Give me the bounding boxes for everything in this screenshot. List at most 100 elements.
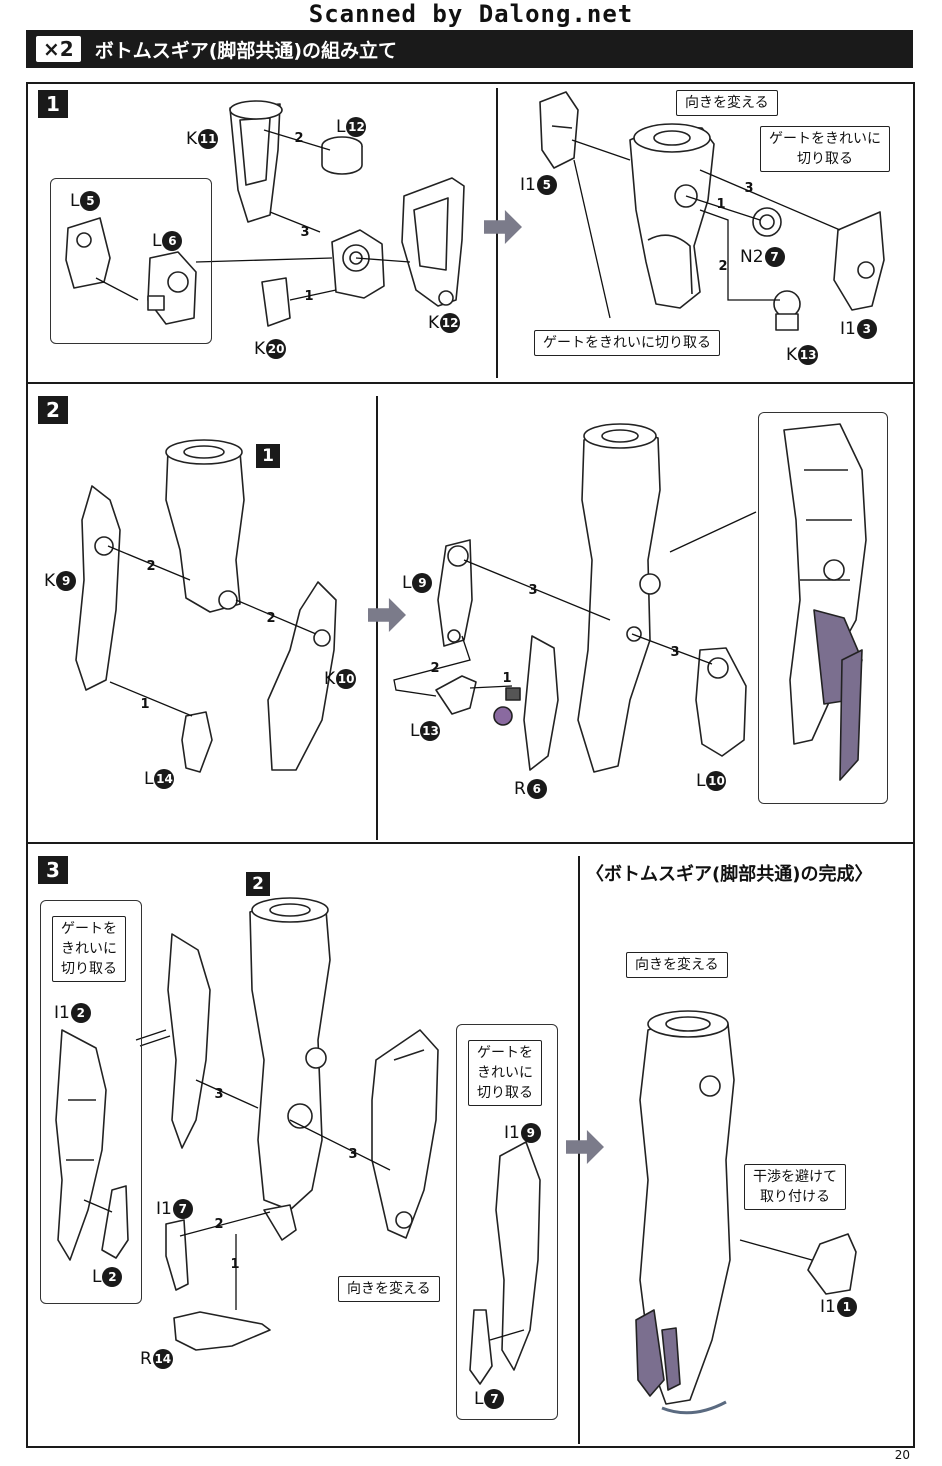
part-i1-2b-drawing [167,933,211,1149]
leg-upper-drawing [629,123,715,309]
seq-1-n2-7: 1 [710,196,732,214]
seq-2-l13: 2 [424,660,446,678]
ref-assembly-1: 1 [256,444,280,468]
seq-3-armor: 3 [342,1146,364,1164]
seq-2-i1-7: 2 [208,1216,230,1234]
callout-change-direction-1: 向きを変える [676,90,778,116]
part-l9-drawing [437,539,473,647]
part-n2-7-drawing [752,207,782,237]
step-1-label: 1 [38,90,68,118]
part-k13-drawing [773,290,801,331]
detail-inset-step2 [758,412,888,804]
seq-1-l14: 1 [134,696,156,714]
leg-step2-left-drawing [165,439,245,613]
ref-assembly-2: 2 [246,872,270,896]
seq-2-k13: 2 [712,258,734,276]
page-number: 20 [894,1448,910,1462]
step-2-label: 2 [38,396,68,424]
scan-watermark: Scanned by Dalong.net [308,0,634,28]
leg-step3-drawing [249,897,331,1241]
part-l5-drawing [65,217,111,289]
part-k11-drawing [229,100,283,223]
rotation-arrow [661,1400,727,1415]
completion-title: 〈ボトムスギア(脚部共通)の完成〉 [586,864,873,885]
part-k12-drawing [401,177,465,307]
step-3-label: 3 [38,856,68,884]
part-l10-drawing [695,647,747,757]
subassembly-inset-i1-9 [456,1024,558,1420]
part-r14-drawing [173,1311,271,1351]
quantity-badge: ×2 [36,36,81,62]
part-l12-drawing [321,136,363,175]
seq-1-r6: 1 [496,670,518,688]
section-title: ボトムスギア(脚部共通)の組み立て [94,39,398,62]
part-hub-drawing [331,229,385,299]
armor-plate-drawing [371,1029,439,1239]
part-l14-drawing [181,711,213,773]
divider-2-3 [28,842,913,844]
part-i1-5-drawing [539,91,579,169]
seq-3-l10: 3 [664,644,686,662]
part-l7-drawing [469,1309,493,1385]
callout-gate-clean-3: ゲートをきれいに切り取る [52,916,126,982]
callout-avoid-interference: 干渉を避けて取り付ける [744,1164,846,1210]
part-l6-drawing [147,251,197,325]
seq-3-i1-2: 3 [208,1086,230,1104]
subassembly-inset-l5-l6 [50,178,212,344]
leg-step2-mid-drawing [577,423,661,773]
seq-1-r14: 1 [224,1256,246,1274]
part-k10-drawing [267,581,337,771]
callout-change-direction-2: 向きを変える [338,1276,440,1302]
part-i1-9-drawing [495,1141,541,1371]
seq-3-i1-3: 3 [738,180,760,198]
subassembly-inset-i1-2 [40,900,142,1304]
section-header: ×2 ボトムスギア(脚部共通)の組み立て [26,30,913,68]
seq-3-hub: 3 [294,224,316,242]
seq-1-k20: 1 [298,288,320,306]
seq-2-k9: 2 [140,558,162,576]
part-l13-drawing [435,675,477,715]
part-l2-drawing [101,1185,129,1259]
callout-gate-clean-1: ゲートをきれいに切り取る [760,126,890,172]
completed-leg-drawing [635,1010,735,1405]
part-k9-drawing [75,485,121,691]
part-i1-1-drawing [807,1233,857,1295]
callout-gate-clean-4: ゲートをきれいに切り取る [468,1040,542,1106]
part-i1-7-drawing [165,1219,189,1291]
detail-inset-drawing [783,423,867,781]
part-i1-2-drawing [55,1029,107,1261]
part-r6-drawing [493,635,559,771]
seq-2-k11-l12: 2 [288,130,310,148]
callout-gate-clean-2: ゲートをきれいに切り取る [534,330,720,356]
divider-1-2 [28,382,913,384]
seq-3-l9: 3 [522,582,544,600]
callout-change-direction-3: 向きを変える [626,952,728,978]
part-i1-3-drawing [833,211,885,311]
part-k20-drawing [261,277,291,327]
